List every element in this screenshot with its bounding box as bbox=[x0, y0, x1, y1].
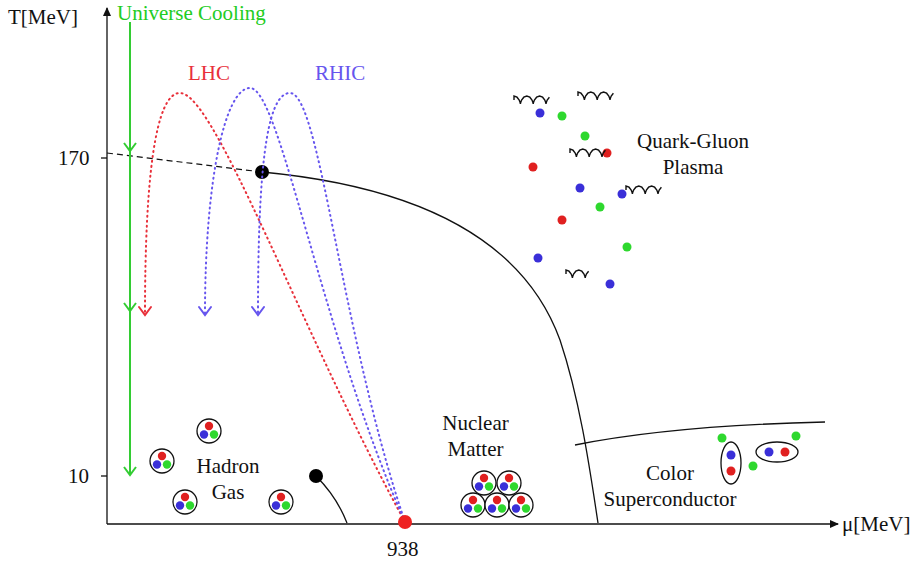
quark-dot bbox=[536, 109, 545, 118]
liquid-gas-boundary bbox=[316, 476, 347, 523]
universe-cooling-arrow bbox=[124, 22, 136, 475]
baryon-symbol bbox=[173, 490, 197, 514]
axis-tick bbox=[101, 157, 107, 158]
collider-trajectories bbox=[139, 88, 405, 522]
gluon-symbol bbox=[514, 96, 549, 104]
tick-value: 10 bbox=[68, 463, 89, 489]
gluon-symbol bbox=[626, 186, 661, 194]
quark-dot bbox=[581, 132, 590, 141]
baryon-symbol bbox=[509, 493, 533, 517]
quark-dot bbox=[606, 280, 615, 289]
collider-label: LHC bbox=[188, 60, 230, 86]
critical-point bbox=[309, 469, 323, 483]
superconductor-boundary bbox=[575, 422, 825, 445]
diquark-pairs bbox=[718, 432, 801, 485]
axis-label: μ[MeV] bbox=[842, 511, 910, 537]
quark-dot bbox=[558, 112, 567, 121]
quark-dot bbox=[529, 163, 538, 172]
phase-label: Color Superconductor bbox=[595, 460, 745, 512]
baryon-symbol bbox=[269, 490, 293, 514]
phase-label: Nuclear Matter bbox=[428, 410, 523, 462]
quark-dot bbox=[596, 203, 605, 212]
nucleon-mass-point bbox=[398, 515, 412, 529]
phase-boundary bbox=[262, 172, 598, 523]
quark-dot bbox=[534, 254, 543, 263]
quark-dot bbox=[618, 190, 627, 199]
baryon-symbol bbox=[461, 493, 485, 517]
gluon-symbol bbox=[566, 270, 589, 278]
process-label: Universe Cooling bbox=[117, 0, 266, 26]
baryon-symbol bbox=[150, 449, 174, 473]
tick-value: 938 bbox=[387, 536, 419, 562]
baryon-symbol bbox=[197, 419, 221, 443]
temperature-axis bbox=[106, 8, 107, 524]
gluon-symbol bbox=[578, 92, 613, 100]
baryon-symbol bbox=[472, 471, 496, 495]
baryon-symbol bbox=[485, 493, 509, 517]
chemical-potential-axis bbox=[107, 523, 838, 524]
axis-label: T[MeV] bbox=[8, 4, 78, 30]
particles bbox=[150, 92, 801, 517]
phase-label: Hadron Gas bbox=[183, 453, 273, 505]
quark-dot bbox=[623, 243, 632, 252]
quark-dot bbox=[576, 184, 585, 193]
baryon-symbol bbox=[497, 471, 521, 495]
axis-tick bbox=[101, 475, 107, 476]
collider-label: RHIC bbox=[315, 60, 365, 86]
tick-value: 170 bbox=[58, 145, 90, 171]
gluon-symbol bbox=[570, 149, 605, 157]
quark-dot bbox=[558, 216, 567, 225]
phase-label: Quark-Gluon Plasma bbox=[628, 128, 758, 180]
